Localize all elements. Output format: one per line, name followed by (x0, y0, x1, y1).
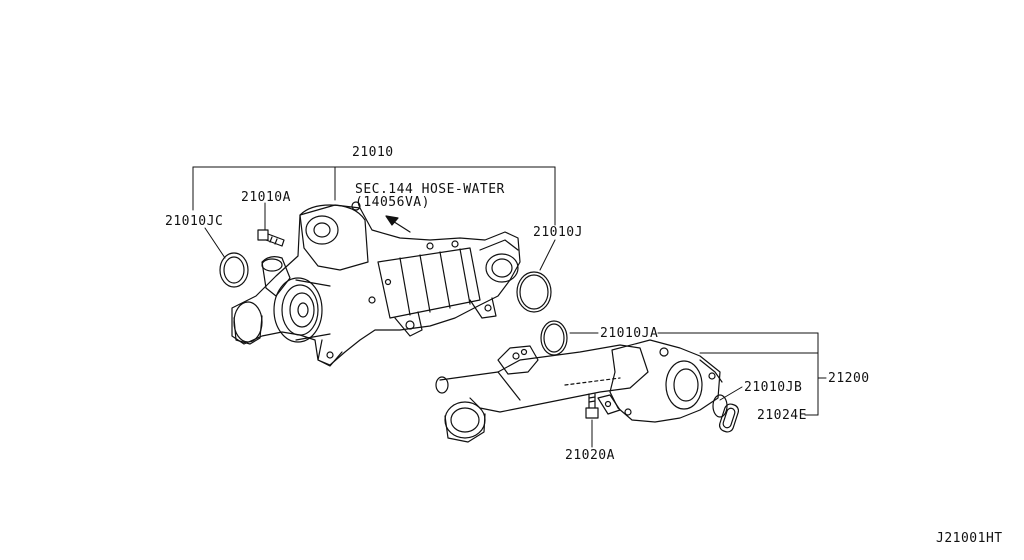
o-ring-21010ja-inner (543, 323, 565, 353)
label-21020a: 21020A (565, 448, 615, 463)
direction-arrow (385, 215, 411, 233)
water-outlet-assembly (435, 339, 723, 443)
label-21010: 21010 (352, 145, 394, 160)
label-21024e: 21024E (757, 408, 807, 423)
gasket-21010jc (219, 252, 249, 288)
bolt-21020a (585, 393, 599, 419)
note-sec144-line2: (14056VA) (355, 195, 430, 210)
label-21010jc: 21010JC (165, 214, 224, 229)
o-ring-21010ja (540, 320, 568, 356)
note-sec144-line1: SEC.144 HOSE-WATER (355, 182, 505, 197)
gasket-21010jc-inner (223, 256, 245, 284)
label-21010ja: 21010JA (600, 326, 659, 341)
seal-21010jb (712, 394, 728, 418)
bolt-21010a (257, 229, 285, 247)
diagram-id: J21001HT (936, 531, 1003, 546)
label-21010j: 21010J (533, 225, 583, 240)
gasket-21024e (718, 403, 740, 433)
label-21010a: 21010A (241, 190, 291, 205)
o-ring-21010j (516, 271, 552, 313)
water-pump-assembly (231, 201, 521, 367)
leader-lines (192, 166, 827, 448)
o-ring-21010j-inner (519, 274, 549, 310)
label-21200: 21200 (828, 371, 870, 386)
label-21010jb: 21010JB (744, 380, 803, 395)
